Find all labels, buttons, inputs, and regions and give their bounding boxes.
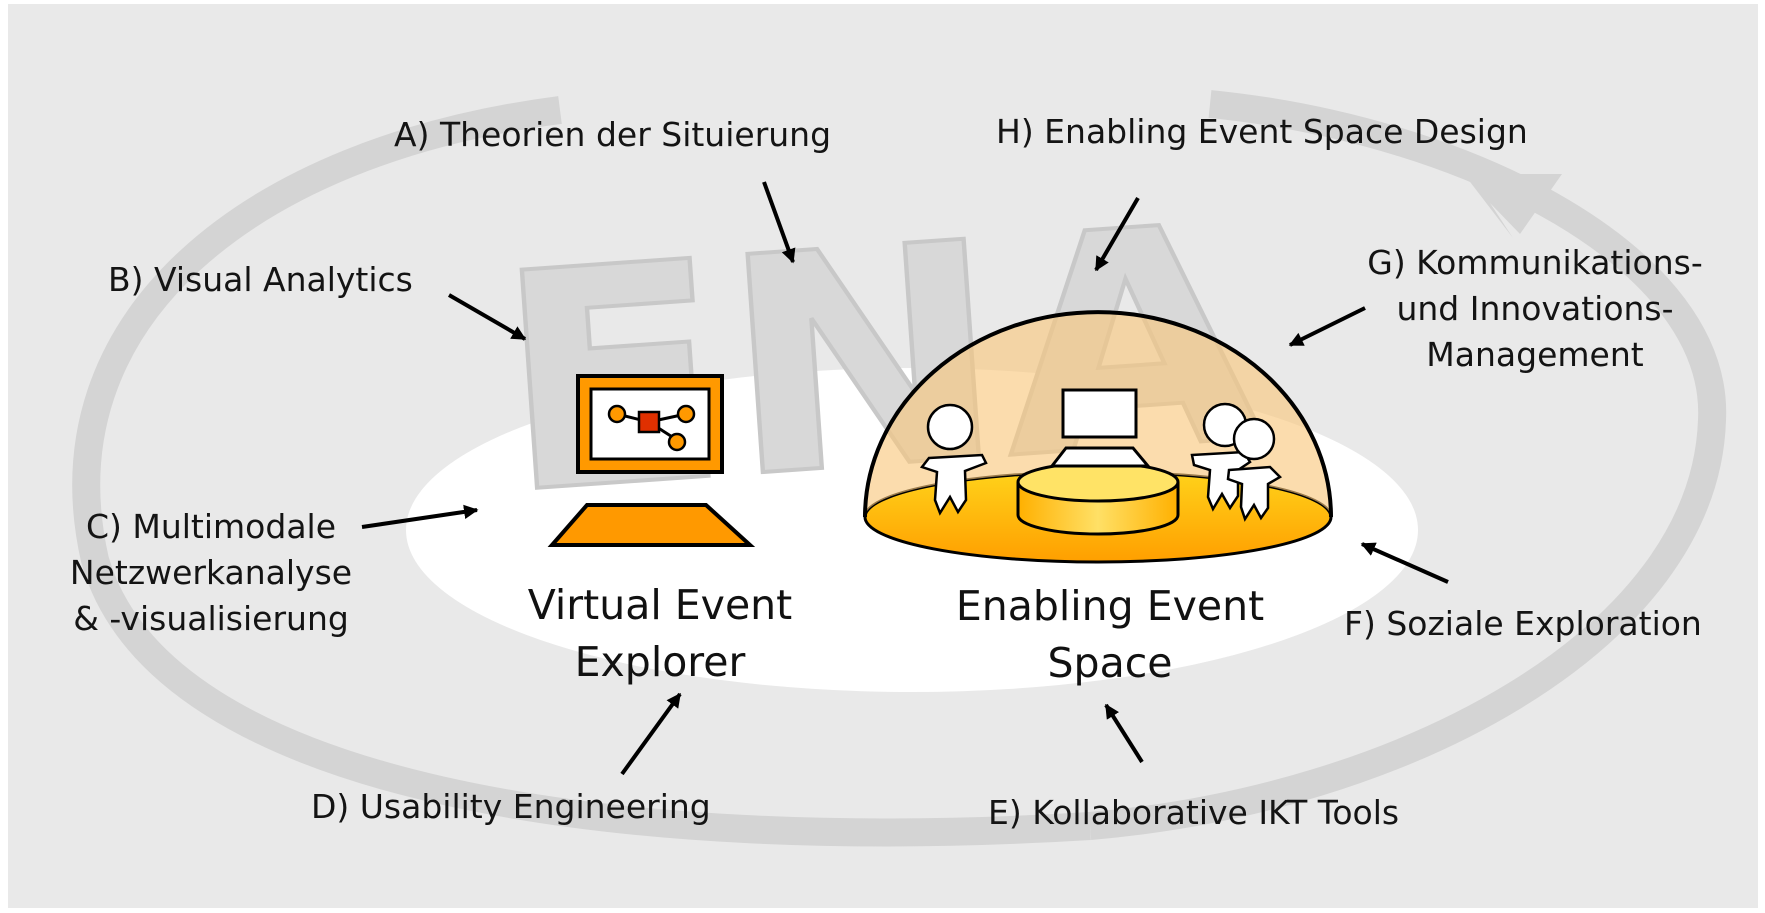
- computer-icon: [547, 374, 756, 547]
- person-icon-right-back: [1190, 402, 1252, 512]
- arrow-icon: [361, 181, 1449, 776]
- label-g-line-3: Management: [1426, 335, 1644, 374]
- arrow-d: [620, 692, 682, 776]
- arrow-e: [1104, 703, 1144, 764]
- label-g-line-1: G) Kommunikations-: [1367, 243, 1703, 282]
- cycle-arrow: [72, 90, 1727, 847]
- label-c-line-3: & -visualisierung: [73, 599, 349, 638]
- label-b: B) Visual Analytics: [108, 260, 413, 299]
- explorer-title-line-1: Virtual Event: [527, 581, 793, 629]
- person-icon-right-front: [1226, 417, 1283, 522]
- dome-icon: [863, 310, 1333, 564]
- label-g: G) Kommunikations- und Innovations- Mana…: [1338, 240, 1732, 378]
- dome-outline: [863, 310, 1333, 518]
- arrow-c: [361, 504, 479, 529]
- central-table: [1016, 461, 1180, 536]
- label-c-line-2: Netzwerkanalyse: [69, 553, 353, 592]
- arrow-f: [1360, 542, 1449, 584]
- arrow-h: [1094, 196, 1140, 272]
- explorer-title-line-2: Explorer: [574, 638, 746, 686]
- arrow-g: [1288, 306, 1366, 347]
- label-c-line-1: C) Multimodale: [85, 507, 337, 546]
- label-d: D) Usability Engineering: [311, 787, 711, 826]
- arrow-a: [762, 181, 796, 264]
- explorer-title: Virtual Event Explorer: [500, 577, 820, 691]
- space-title: Enabling Event Space: [940, 578, 1280, 692]
- keyboard-base: [547, 503, 756, 547]
- label-c: C) Multimodale Netzwerkanalyse & -visual…: [52, 504, 370, 642]
- space-title-line-1: Enabling Event: [955, 582, 1265, 630]
- label-f: F) Soziale Exploration: [1344, 604, 1702, 643]
- label-a: A) Theorien der Situierung: [394, 115, 832, 154]
- network-graph-icon: [607, 404, 696, 452]
- arrow-b: [447, 293, 527, 341]
- label-h: H) Enabling Event Space Design: [996, 112, 1528, 151]
- person-icon-left: [919, 403, 988, 516]
- label-g-line-2: und Innovations-: [1396, 289, 1674, 328]
- laptop-icon: [1048, 388, 1152, 468]
- monitor-screen: [589, 387, 711, 461]
- label-e: E) Kollaborative IKT Tools: [988, 793, 1400, 832]
- cycle-arrow-arrowhead: [1464, 174, 1562, 238]
- space-title-line-2: Space: [1047, 639, 1173, 687]
